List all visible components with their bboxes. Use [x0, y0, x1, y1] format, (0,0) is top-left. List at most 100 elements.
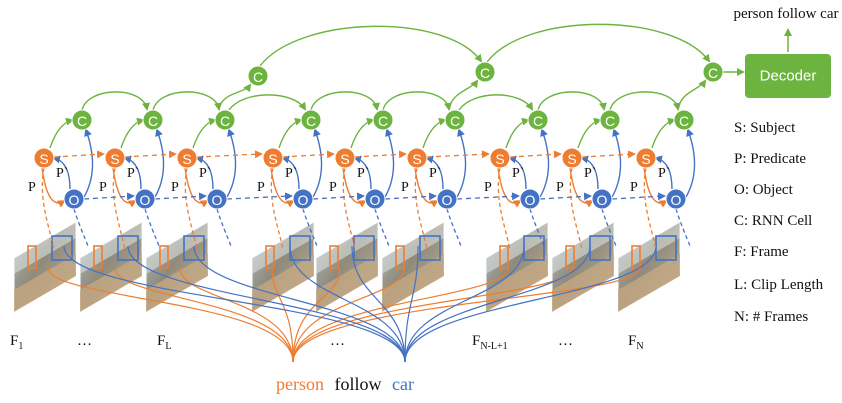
- clip-cell-node: C: [247, 65, 269, 87]
- object-node-letter: O: [212, 192, 223, 208]
- clip-cell-node-letter: C: [708, 65, 718, 81]
- object-node-circle: [519, 188, 541, 210]
- cell-recurrent-edge: [537, 91, 607, 111]
- rnn-cell-node: C: [599, 109, 621, 131]
- object-to-cell-edge: [611, 128, 622, 198]
- frame-sky: [618, 222, 680, 274]
- rnn-cell-node-circle: [214, 109, 236, 131]
- frame-label-fn: FN: [628, 333, 644, 352]
- clip-to-top-cell-edge: [448, 79, 479, 111]
- subject-node-letter: S: [268, 151, 277, 167]
- video-frame: [617, 221, 681, 313]
- subject-to-cell-edge: [49, 117, 74, 149]
- clip-cell-node-letter: C: [480, 65, 490, 81]
- frame-sky: [382, 222, 444, 274]
- decoder-block: Decoder: [745, 54, 831, 98]
- frame-road: [14, 254, 76, 312]
- predicate-prime-edge: [425, 155, 444, 190]
- object-node-circle: [665, 188, 687, 210]
- object-frame-link: [302, 208, 318, 247]
- object-node: O: [206, 188, 228, 210]
- rnn-cell-node-circle: [599, 109, 621, 131]
- rnn-cell-node: C: [372, 109, 394, 131]
- rnn-cell-node-letter: C: [77, 113, 87, 129]
- rnn-cell-node-letter: C: [533, 113, 543, 129]
- subject-node-circle: [262, 147, 284, 169]
- subject-box: [329, 245, 339, 269]
- subject-to-cell-edge: [350, 117, 375, 149]
- predicate-prime-edge: [281, 155, 300, 190]
- object-track-line: [404, 245, 591, 363]
- clip-cell-node: C: [702, 61, 724, 83]
- subject-track-line: [292, 267, 509, 363]
- clip-cell-node-circle: [247, 65, 269, 87]
- object-track-line: [193, 245, 406, 363]
- subject-track-line: [292, 267, 405, 363]
- subject-box: [499, 245, 509, 269]
- subject-track-line: [292, 267, 641, 363]
- frame-road: [486, 254, 548, 312]
- object-to-cell-edge: [456, 128, 467, 198]
- subject-temporal-link: [53, 150, 105, 159]
- object-box: [419, 235, 441, 261]
- subject-box: [265, 245, 275, 269]
- predicate-prime-label: P`: [512, 166, 524, 181]
- frame-ellipsis: …: [558, 333, 573, 349]
- frame-labels: F1 … FL … FN-L+1 … FN: [10, 333, 644, 352]
- predicate-prime-label: P`: [285, 166, 297, 181]
- predicate-prime-label: P`: [658, 166, 670, 181]
- object-node-letter: O: [597, 192, 608, 208]
- clip-to-top-cell-edge: [218, 83, 252, 111]
- object-to-cell-edge: [539, 128, 550, 198]
- decoder-label: Decoder: [760, 68, 817, 85]
- frame-label-fnl: FN-L+1: [472, 333, 508, 352]
- frame-label-fl: FL: [157, 333, 171, 352]
- subject-node-letter: S: [641, 151, 650, 167]
- rnn-cell-node-circle: [444, 109, 466, 131]
- predicate-edge: [270, 167, 295, 208]
- subject-temporal-link: [426, 150, 490, 159]
- subject-box: [27, 245, 37, 269]
- subject-node: S: [176, 147, 198, 169]
- decoder-box: [745, 54, 831, 98]
- predicate-edge: [569, 167, 594, 208]
- cell-recurrent-edge: [310, 91, 380, 111]
- clip-cell-node-letter: C: [253, 69, 263, 85]
- object-node-circle: [436, 188, 458, 210]
- rnn-cell-node: C: [444, 109, 466, 131]
- object-temporal-link: [384, 192, 437, 201]
- subject-node: S: [635, 147, 657, 169]
- subject-box: [631, 245, 641, 269]
- object-track-line: [351, 245, 406, 363]
- predicate-label: P: [329, 180, 337, 195]
- object-frame-link: [529, 208, 545, 247]
- object-box: [51, 235, 73, 261]
- predicate-edge: [497, 167, 522, 208]
- clip-cell-node: C: [474, 61, 496, 83]
- object-temporal-link: [226, 192, 293, 201]
- predicate-label: P: [630, 180, 638, 195]
- rnn-cell-node: C: [527, 109, 549, 131]
- subject-to-cell-edge: [120, 117, 145, 149]
- subject-node-circle: [176, 147, 198, 169]
- rnn-cell-node-letter: C: [220, 113, 230, 129]
- predicate-label: P: [28, 180, 36, 195]
- subject-node-circle: [406, 147, 428, 169]
- legend-item: C: RNN Cell: [734, 213, 812, 229]
- object-to-cell-edge: [154, 128, 165, 198]
- edges-layer: PP`PP`PP`PP`PP`PP`PP`PP`PP`: [28, 23, 745, 251]
- object-temporal-link: [456, 192, 520, 201]
- tracks-layer: [47, 245, 657, 363]
- object-node-letter: O: [140, 192, 151, 208]
- subject-temporal-link: [124, 150, 177, 159]
- object-node-circle: [134, 188, 156, 210]
- subject-temporal-link: [581, 150, 636, 159]
- cell-recurrent-edge: [152, 91, 222, 111]
- predicate-label: P: [99, 180, 107, 195]
- predicate-prime-edge: [123, 155, 142, 190]
- subject-temporal-link: [509, 150, 562, 159]
- legend-item: F: Frame: [734, 244, 789, 260]
- cell-recurrent-edge: [609, 91, 681, 111]
- predicate-prime-label: P`: [357, 166, 369, 181]
